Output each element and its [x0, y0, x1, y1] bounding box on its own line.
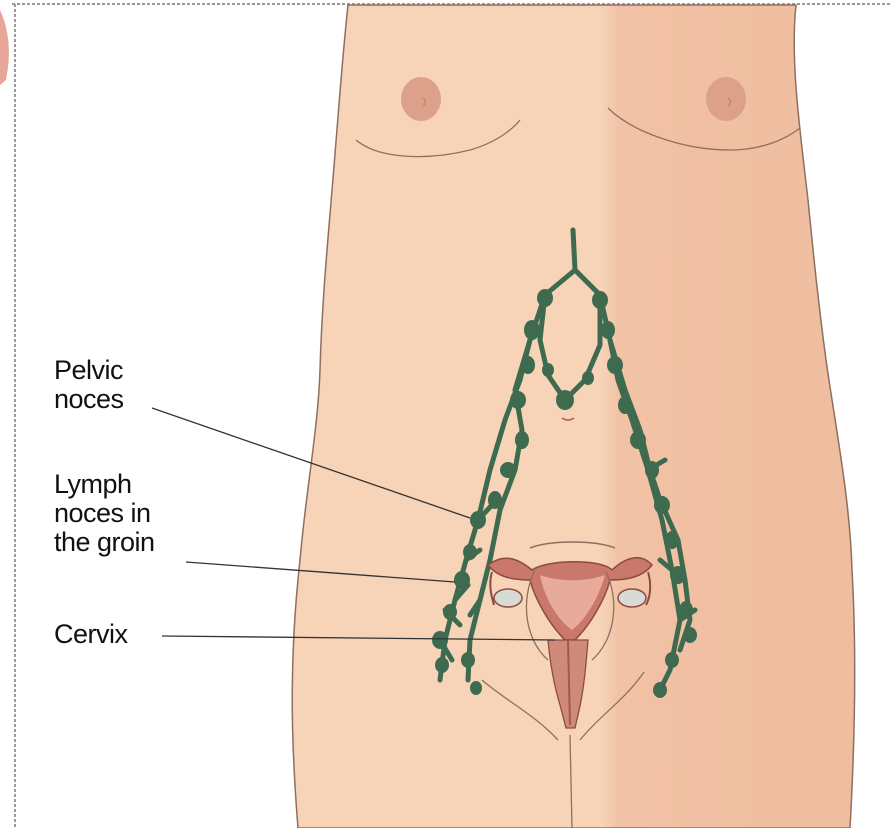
right-nipple: [706, 77, 746, 121]
pelvic-nodes-label-line1: Pelvic: [54, 356, 124, 385]
cervix-label-text: Cervix: [54, 620, 128, 649]
groin-nodes-label-line2: noces in: [54, 499, 155, 528]
groin-nodes-label-line1: Lymph: [54, 470, 155, 499]
groin-nodes-label-line3: the groin: [54, 528, 155, 557]
left-nipple: [401, 77, 441, 121]
groin-nodes-label: Lymph noces in the groin: [54, 470, 155, 557]
pelvic-nodes-label-line2: noces: [54, 385, 124, 414]
cervix-label: Cervix: [54, 620, 128, 649]
right-ovary: [618, 589, 646, 607]
pelvic-nodes-label: Pelvic noces: [54, 356, 124, 414]
left-ovary: [494, 589, 522, 607]
